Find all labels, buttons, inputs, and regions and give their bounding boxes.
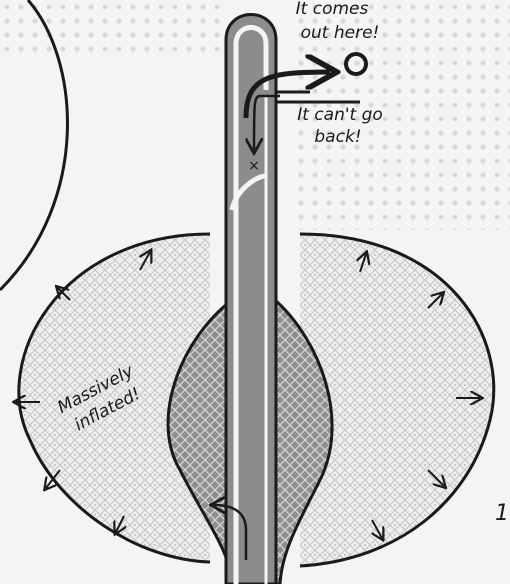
label-cant-go-back-line1: It can't go <box>297 105 383 125</box>
label-comes-out-line2: out here! <box>301 23 380 43</box>
background-dots-left <box>0 0 220 60</box>
label-cant-go-back-line2: back! <box>314 127 361 147</box>
cross-mark: × <box>248 158 260 174</box>
label-comes-out-line1: It comes <box>296 0 369 19</box>
page-number-fragment: 1 <box>495 501 509 526</box>
